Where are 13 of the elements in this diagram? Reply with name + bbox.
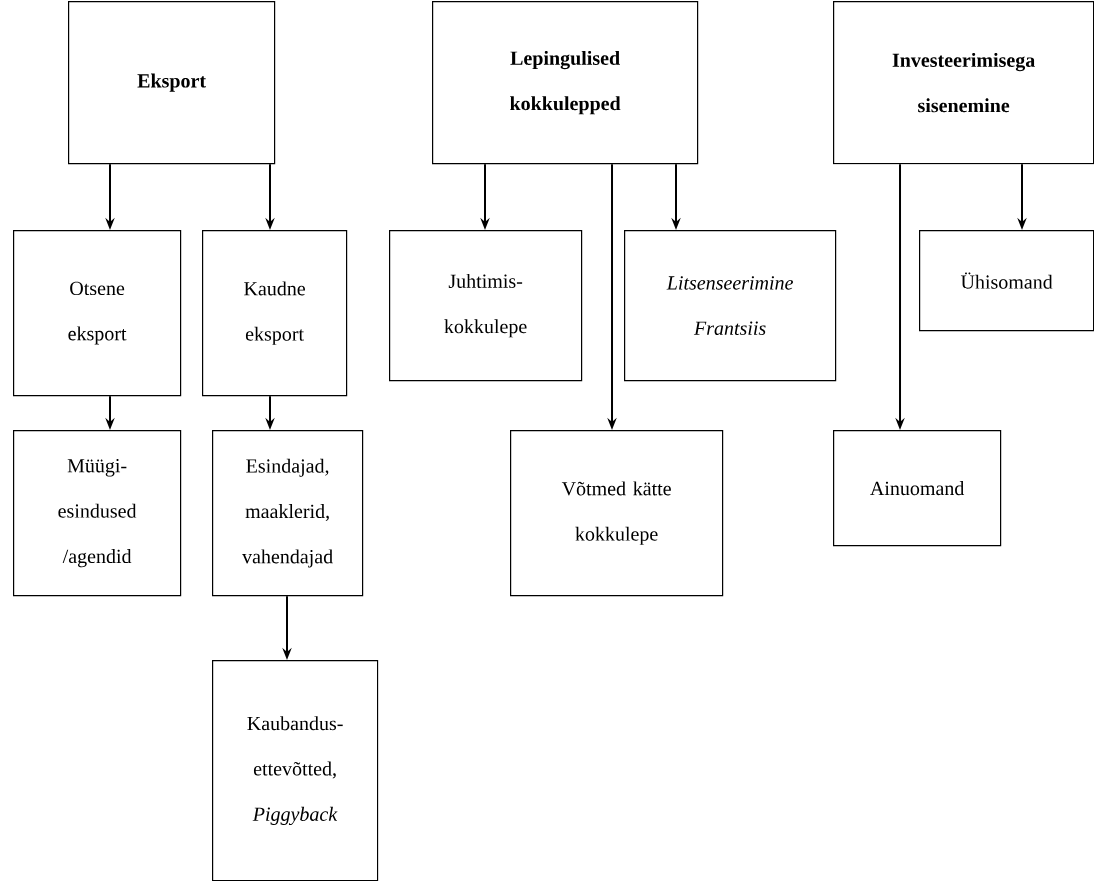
method-box: Otsene eksport: [13, 230, 182, 397]
method-box: Esindajad, maaklerid, vahendajad: [212, 430, 364, 597]
method-box: Kaubandus-ettevõtted, Piggyback: [212, 660, 379, 881]
category-box: Investeerimisega sisenemine: [833, 1, 1094, 165]
category-box: Lepingulised kokkulepped: [432, 1, 699, 165]
method-box: Kaudne eksport: [202, 230, 348, 397]
method-box: Ühisomand: [919, 230, 1094, 332]
method-box: Ainuomand: [833, 430, 1002, 547]
method-box: Litsenseerimine Frantsiis: [624, 230, 837, 382]
category-box: Eksport: [68, 1, 276, 165]
method-box: Müügi-esindused /agendid: [13, 430, 182, 597]
method-box: Võtmed kätte kokkulepe: [510, 430, 724, 597]
method-box: Juhtimis-kokkulepe: [389, 230, 583, 382]
